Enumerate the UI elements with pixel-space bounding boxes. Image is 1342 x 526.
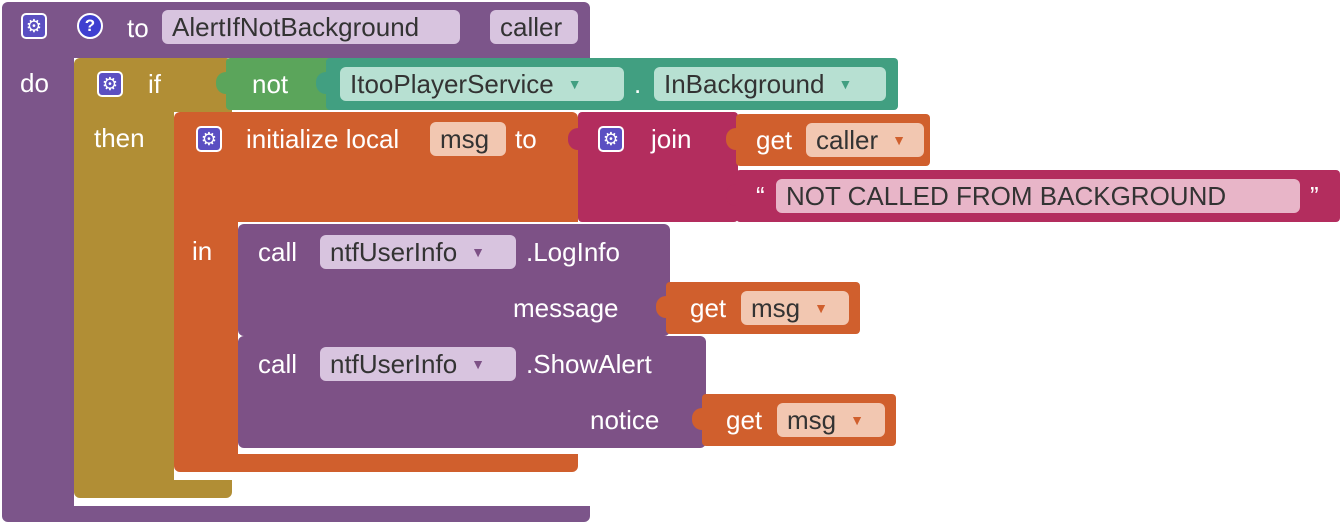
get-caller-tab xyxy=(726,128,736,150)
open-quote: “ xyxy=(756,181,765,211)
property-dot: . xyxy=(634,69,642,99)
get-caller-label: get xyxy=(756,125,793,155)
call1-component-name: ntfUserInfo xyxy=(330,236,458,267)
caller-var-name: caller xyxy=(816,124,879,155)
not-block-tab xyxy=(216,72,226,94)
msg1-var-name: msg xyxy=(751,292,801,323)
local-var-name-field[interactable]: msg xyxy=(430,122,506,156)
join-label: join xyxy=(651,124,692,154)
property-block-tab xyxy=(316,72,326,94)
dropdown-arrow-icon: ▼ xyxy=(838,76,853,92)
dropdown-arrow-icon: ▼ xyxy=(892,132,906,148)
text-block-tab xyxy=(726,184,736,206)
local-gear-icon[interactable]: ⚙ xyxy=(196,126,222,152)
get-msg2-var-dropdown[interactable]: msg ▼ xyxy=(777,403,885,437)
if-label: if xyxy=(148,69,161,99)
dropdown-arrow-icon: ▼ xyxy=(471,356,486,372)
dropdown-arrow-icon: ▼ xyxy=(850,412,864,428)
get-msg2-tab xyxy=(692,408,702,430)
procedure-param-caller[interactable]: caller xyxy=(490,10,578,44)
call2-component-name: ntfUserInfo xyxy=(330,348,458,379)
help-icon[interactable]: ? xyxy=(77,13,103,39)
get-caller-var-dropdown[interactable]: caller ▼ xyxy=(806,123,924,157)
local-in-label: in xyxy=(192,236,213,266)
close-quote: ” xyxy=(1310,181,1319,211)
initialize-local-label: initialize local xyxy=(246,124,400,154)
get-msg1-label: get xyxy=(690,293,727,323)
get-msg1-tab xyxy=(656,296,666,318)
call2-method-label: .ShowAlert xyxy=(526,349,652,379)
dropdown-arrow-icon: ▼ xyxy=(471,244,486,260)
call1-message-label: message xyxy=(513,293,619,323)
not-label: not xyxy=(252,69,289,99)
call1-component-dropdown[interactable]: ntfUserInfo ▼ xyxy=(320,235,516,269)
procedure-gear-icon[interactable]: ⚙ xyxy=(21,13,47,39)
procedure-to-label: to xyxy=(127,13,149,43)
call2-component-dropdown[interactable]: ntfUserInfo ▼ xyxy=(320,347,516,381)
text-string-field[interactable]: NOT CALLED FROM BACKGROUND xyxy=(776,179,1300,213)
call2-call-label: call xyxy=(258,349,298,379)
procedure-name-field[interactable]: AlertIfNotBackground xyxy=(162,10,460,44)
call1-call-label: call xyxy=(258,237,298,267)
call2-notice-label: notice xyxy=(590,405,660,435)
join-gear-icon[interactable]: ⚙ xyxy=(598,126,624,152)
get-msg1-var-dropdown[interactable]: msg ▼ xyxy=(741,291,849,325)
dropdown-arrow-icon: ▼ xyxy=(814,300,828,316)
procedure-do-label: do xyxy=(20,68,49,98)
get-msg2-label: get xyxy=(726,405,763,435)
if-gear-icon[interactable]: ⚙ xyxy=(97,71,123,97)
msg2-var-name: msg xyxy=(787,404,837,435)
dropdown-arrow-icon: ▼ xyxy=(567,76,582,92)
call1-method-label: .LogInfo xyxy=(526,237,620,267)
component-name: ItooPlayerService xyxy=(350,68,554,99)
join-block-tab xyxy=(568,128,578,150)
component-dropdown-itooplayerservice[interactable]: ItooPlayerService ▼ xyxy=(340,67,624,101)
local-to-label: to xyxy=(515,124,537,154)
then-label: then xyxy=(94,123,145,153)
property-dropdown-inbackground[interactable]: InBackground ▼ xyxy=(654,67,886,101)
property-name: InBackground xyxy=(664,68,825,99)
